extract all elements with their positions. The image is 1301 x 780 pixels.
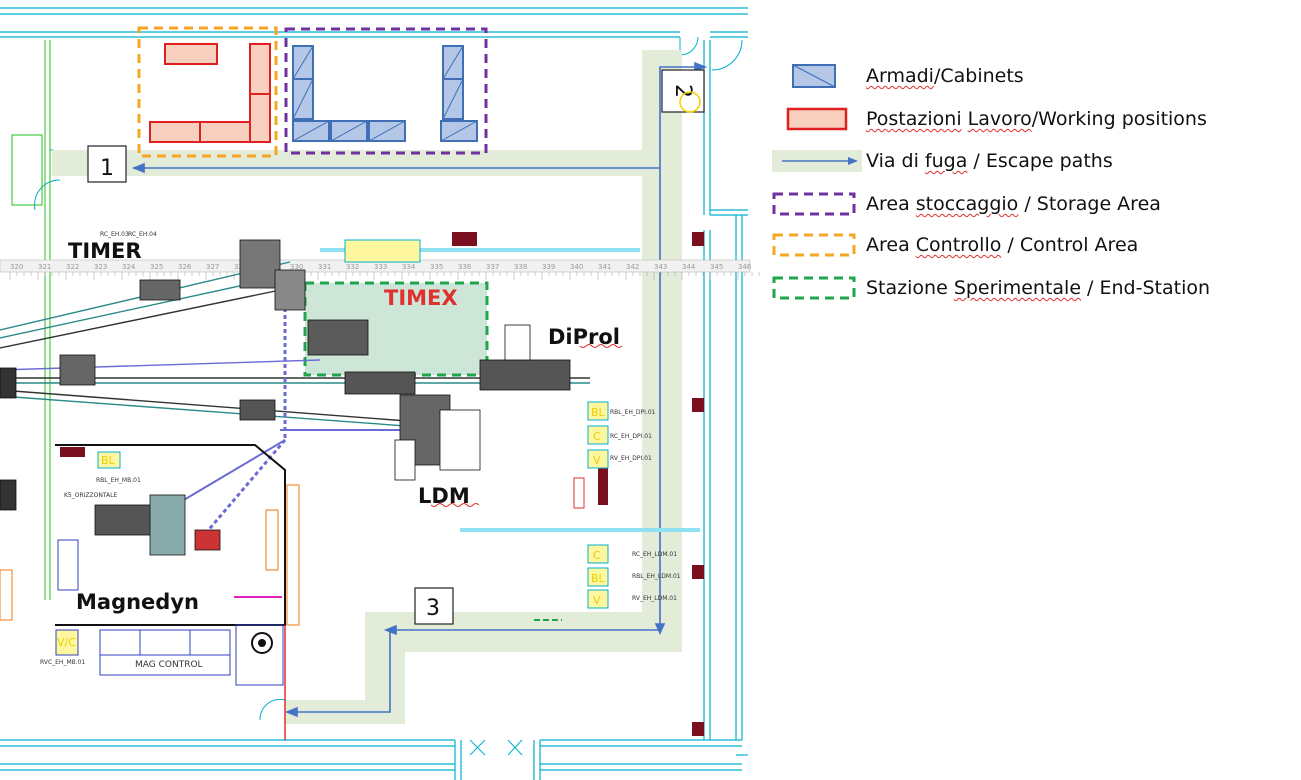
- station-timer: TIMER: [68, 239, 142, 263]
- exit-markers: [87, 69, 705, 625]
- ruler-label: 332: [346, 263, 359, 271]
- dpi-cabinets: [97, 239, 609, 609]
- beamline-components: [0, 239, 571, 556]
- dashed-area-swatch-icon: [772, 192, 856, 216]
- label-rc-eh04: RC_EH.04: [128, 231, 157, 238]
- ruler-label: 320: [10, 263, 23, 271]
- ruler-label: 321: [38, 263, 51, 271]
- control-area: [137, 26, 278, 158]
- ruler-label: 326: [178, 263, 192, 271]
- ruler-label: 323: [94, 263, 107, 271]
- label-rbl-eh-ldm: RBL_EH_LDM.01: [632, 573, 681, 580]
- ruler-label: 324: [122, 263, 136, 271]
- exit-1-label: 1: [100, 156, 114, 181]
- ruler-label: 325: [150, 263, 163, 271]
- ruler-label: 345: [710, 263, 723, 271]
- exit-2-label: 2: [670, 84, 695, 98]
- label-mag-control: MAG CONTROL: [135, 660, 203, 670]
- ruler-label: 341: [598, 263, 611, 271]
- cell-v-dpi: V: [593, 454, 601, 467]
- cabinets: [292, 45, 478, 142]
- mag-control-desks: [55, 539, 284, 686]
- cell-bl-ldm: BL: [591, 572, 606, 585]
- legend-label-control-area: Area Controllo / Control Area: [866, 234, 1139, 256]
- ruler-label: 344: [682, 263, 696, 271]
- ruler-label: 342: [626, 263, 639, 271]
- dashed-area-swatch-icon: [772, 233, 856, 257]
- cell-vc-mb: V/C: [57, 636, 76, 649]
- wall-blocks: [60, 232, 704, 736]
- cabinet-swatch-icon: [792, 64, 836, 88]
- ruler: 3203213223233243253263273283293303313323…: [0, 259, 760, 280]
- ruler-label: 346: [738, 263, 752, 271]
- exit-3-label: 3: [426, 596, 440, 621]
- label-rv-eh-dpi: RV_EH_DPI.01: [610, 455, 652, 462]
- station-diprol: DiProl: [548, 325, 620, 349]
- cell-bl-dpi: BL: [591, 406, 606, 419]
- floor-plan: 1 2 3 3203213223233243253263273283293303…: [0, 7, 760, 780]
- cell-c-ldm: C: [593, 549, 601, 562]
- ruler-label: 336: [458, 263, 472, 271]
- legend-label-working-positions: Postazioni Lavoro/Working positions: [866, 108, 1207, 130]
- legend-label-escape-paths: Via di fuga / Escape paths: [866, 150, 1113, 172]
- label-orizzontale: K5_ORIZZONTALE: [64, 492, 117, 499]
- ruler-label: 337: [486, 263, 499, 271]
- dashed-area-swatch-icon: [772, 276, 856, 300]
- legend-label-storage-area: Area stoccaggio / Storage Area: [866, 193, 1161, 215]
- legend-label-end-station: Stazione Sperimentale / End-Station: [866, 277, 1211, 299]
- outer-walls: [0, 7, 748, 780]
- ruler-label: 330: [290, 263, 303, 271]
- station-magnedyn: Magnedyn: [76, 590, 199, 614]
- ruler-label: 327: [206, 263, 219, 271]
- label-rvc-eh-mb: RVC_EH_MB.01: [40, 659, 85, 666]
- ruler-label: 340: [570, 263, 583, 271]
- legend-label-cabinets: Armadi/Cabinets: [866, 65, 1024, 87]
- ruler-label: 333: [374, 263, 387, 271]
- label-rc-eh03: RC_EH.03: [100, 231, 129, 238]
- working-position-swatch-icon: [786, 107, 848, 131]
- label-rc-eh-ldm: RC_EH_LDM.01: [632, 551, 677, 558]
- magnedyn-room: [55, 444, 286, 626]
- label-rbl-eh-dpi: RBL_EH_DPI.01: [610, 409, 656, 416]
- ruler-label: 338: [514, 263, 527, 271]
- label-rv-eh-ldm: RV_EH_LDM.01: [632, 595, 677, 602]
- ruler-label: 334: [402, 263, 416, 271]
- working-positions: [149, 43, 271, 143]
- label-rc-eh-dpi: RC_EH_DPI.01: [610, 433, 652, 440]
- magnedyn-hatch: [0, 484, 300, 626]
- cell-c-dpi: C: [593, 430, 601, 443]
- ruler-label: 331: [318, 263, 331, 271]
- storage-area: [284, 27, 488, 155]
- cell-bl-mb: BL: [101, 454, 116, 467]
- ruler-label: 343: [654, 263, 667, 271]
- station-ldm: LDM: [418, 484, 470, 508]
- cell-v-ldm: V: [593, 594, 601, 607]
- label-rbl-eh-mb: RBL_EH_MB.01: [96, 477, 141, 484]
- ruler-label: 339: [542, 263, 555, 271]
- ruler-label: 322: [66, 263, 79, 271]
- escape-arrow-icon: [131, 61, 708, 718]
- escape-arrow-icon: [772, 150, 862, 172]
- ruler-label: 335: [430, 263, 443, 271]
- station-timex: TIMEX: [384, 286, 458, 310]
